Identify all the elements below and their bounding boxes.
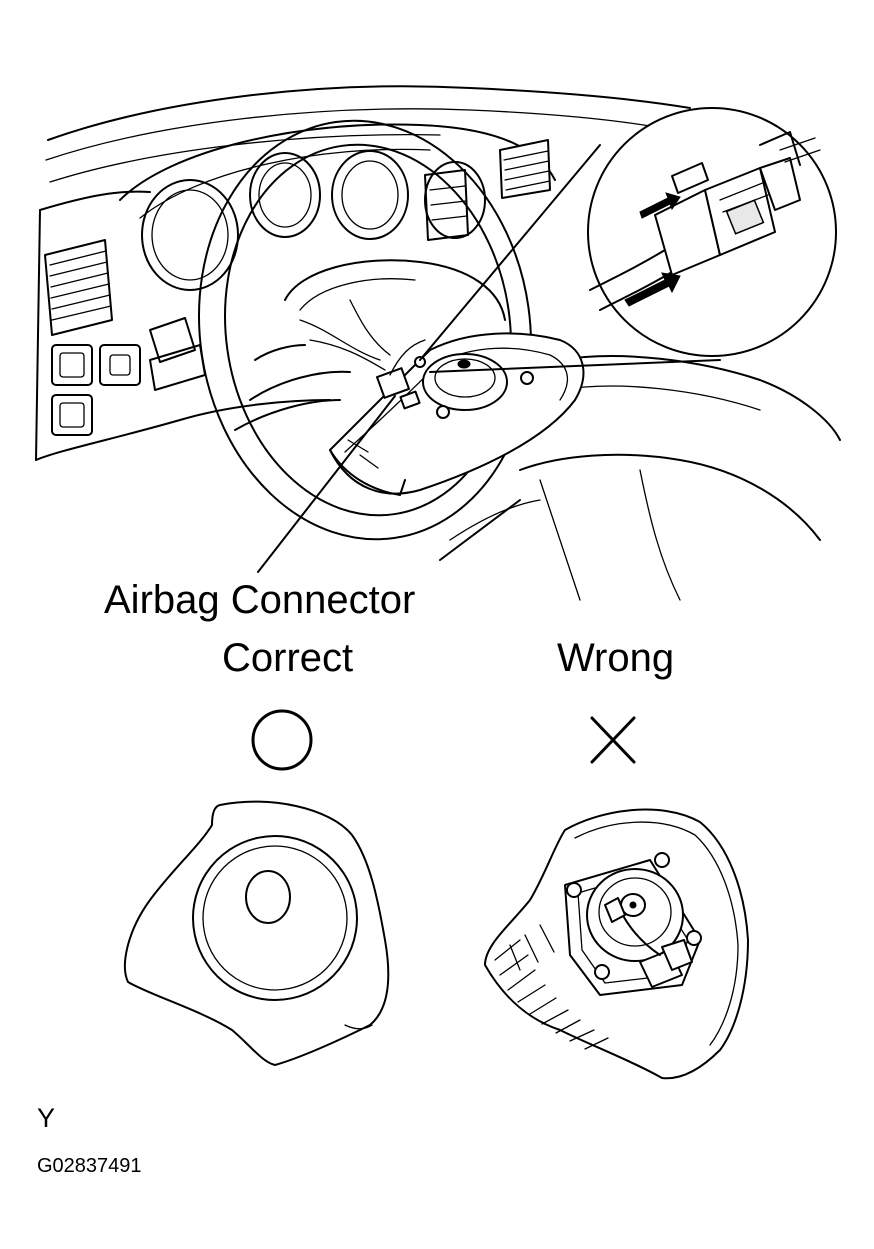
airbag-connector-label: Airbag Connector	[104, 578, 416, 622]
correct-label: Correct	[222, 636, 354, 680]
wrong-label: Wrong	[557, 636, 675, 680]
connector-leader-line	[257, 395, 396, 573]
connector-detail-magnifier	[419, 107, 837, 373]
airbag-pad-face-down	[484, 808, 749, 1080]
steering-wheel-illustration	[198, 119, 532, 541]
dashboard-illustration	[35, 85, 841, 601]
airbag-pad-face-up	[124, 800, 390, 1066]
pull-arrow-icon	[624, 272, 681, 307]
airbag-module-removed	[329, 332, 585, 496]
figure-code: G02837491	[37, 1155, 142, 1177]
correct-circle-icon	[251, 709, 313, 771]
pull-arrow-icon	[639, 192, 681, 219]
corner-letter: Y	[37, 1103, 56, 1133]
wrong-cross-icon	[590, 716, 636, 764]
